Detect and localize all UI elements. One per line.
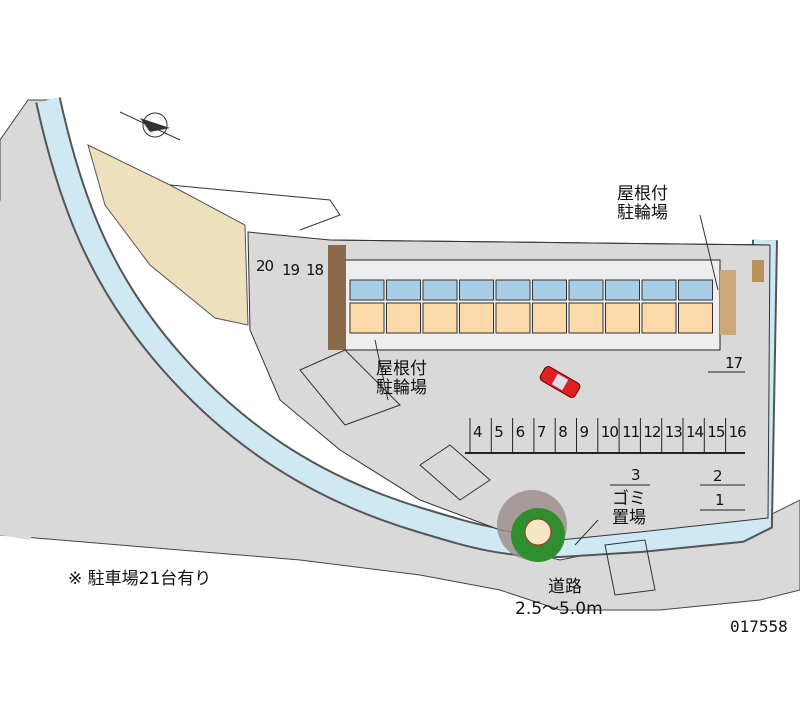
tree-icon bbox=[497, 490, 567, 562]
property-code: 017558 bbox=[730, 617, 788, 636]
car-icon bbox=[539, 366, 581, 398]
parking-space-7: 7 bbox=[536, 423, 546, 441]
parking-space-10: 10 bbox=[600, 423, 619, 441]
parking-space-17: 17 bbox=[725, 354, 743, 372]
parking-space-15: 15 bbox=[707, 423, 725, 441]
storage-block bbox=[752, 260, 764, 282]
label-line: 屋根付 bbox=[376, 359, 427, 379]
apartment-unit-wet-area bbox=[678, 279, 713, 301]
apartment-unit-wet-area bbox=[459, 279, 494, 301]
apartment-unit bbox=[641, 302, 677, 334]
apartment-unit bbox=[386, 302, 421, 334]
parking-space-6: 6 bbox=[515, 423, 525, 441]
field bbox=[87, 144, 249, 326]
apartment-unit-wet-area bbox=[605, 279, 640, 301]
apartment-unit-wet-area bbox=[386, 279, 421, 301]
parking-space-1: 1 bbox=[715, 491, 724, 509]
apartment-unit-wet-area bbox=[349, 279, 385, 301]
parking-space-20: 20 bbox=[256, 257, 274, 275]
apartment-unit-wet-area bbox=[495, 279, 531, 301]
apartment-unit bbox=[459, 302, 494, 334]
label-line: 駐輪場 bbox=[617, 203, 668, 223]
road-label: 道路 bbox=[548, 577, 582, 597]
apartment-unit bbox=[532, 302, 567, 334]
apartment-unit-wet-area bbox=[532, 279, 567, 301]
apartment-unit bbox=[495, 302, 531, 334]
apartment-unit bbox=[422, 302, 458, 334]
parking-space-18: 18 bbox=[306, 261, 324, 279]
road-width-label: 2.5～5.0m bbox=[515, 599, 603, 619]
outline-box bbox=[299, 349, 401, 426]
apartment-unit bbox=[349, 302, 385, 334]
apartment-unit bbox=[678, 302, 713, 334]
label-line: 置場 bbox=[612, 508, 646, 528]
parking-space-12: 12 bbox=[643, 423, 661, 441]
outline-box bbox=[419, 444, 491, 501]
parking-space-9: 9 bbox=[579, 423, 589, 441]
label-line: 駐輪場 bbox=[376, 378, 427, 398]
apartment-unit bbox=[568, 302, 604, 334]
bicycle-shelter-east bbox=[720, 270, 736, 335]
parking-space-11: 11 bbox=[622, 423, 640, 441]
parking-space-14: 14 bbox=[686, 423, 704, 441]
parking-space-19: 19 bbox=[282, 261, 300, 279]
boundary-line bbox=[329, 239, 771, 246]
leader-line bbox=[374, 339, 389, 401]
apartment-units bbox=[349, 279, 713, 334]
parking-stalls bbox=[469, 418, 727, 453]
parking-space-2: 2 bbox=[713, 467, 722, 485]
label-line: ゴミ bbox=[612, 489, 646, 509]
bicycle-parking-label-top: 屋根付 駐輪場 bbox=[617, 185, 668, 223]
river bbox=[37, 97, 776, 557]
label-line: 屋根付 bbox=[617, 184, 668, 204]
parking-space-4: 4 bbox=[473, 423, 482, 441]
garbage-area-label: ゴミ 置場 bbox=[612, 490, 646, 528]
parking-space-16: 16 bbox=[728, 423, 747, 441]
parking-space-8: 8 bbox=[558, 423, 567, 441]
boundary-line bbox=[169, 184, 341, 231]
parking-space-13: 13 bbox=[664, 423, 683, 441]
leader-line bbox=[574, 519, 599, 546]
parking-space-3: 3 bbox=[631, 466, 640, 484]
bicycle-shelter-west bbox=[328, 245, 346, 350]
apartment-unit bbox=[605, 302, 640, 334]
parking-note: ※ 駐車場21台有り bbox=[68, 569, 212, 589]
compass-icon bbox=[119, 111, 181, 141]
land-far-west bbox=[0, 200, 60, 540]
parking-space-5: 5 bbox=[494, 423, 503, 441]
apartment-unit-wet-area bbox=[422, 279, 458, 301]
outline-box bbox=[604, 539, 656, 596]
bicycle-parking-label-mid: 屋根付 駐輪場 bbox=[376, 360, 427, 398]
leader-line bbox=[699, 214, 719, 291]
apartment-unit-wet-area bbox=[641, 279, 677, 301]
apartment-unit-wet-area bbox=[568, 279, 604, 301]
